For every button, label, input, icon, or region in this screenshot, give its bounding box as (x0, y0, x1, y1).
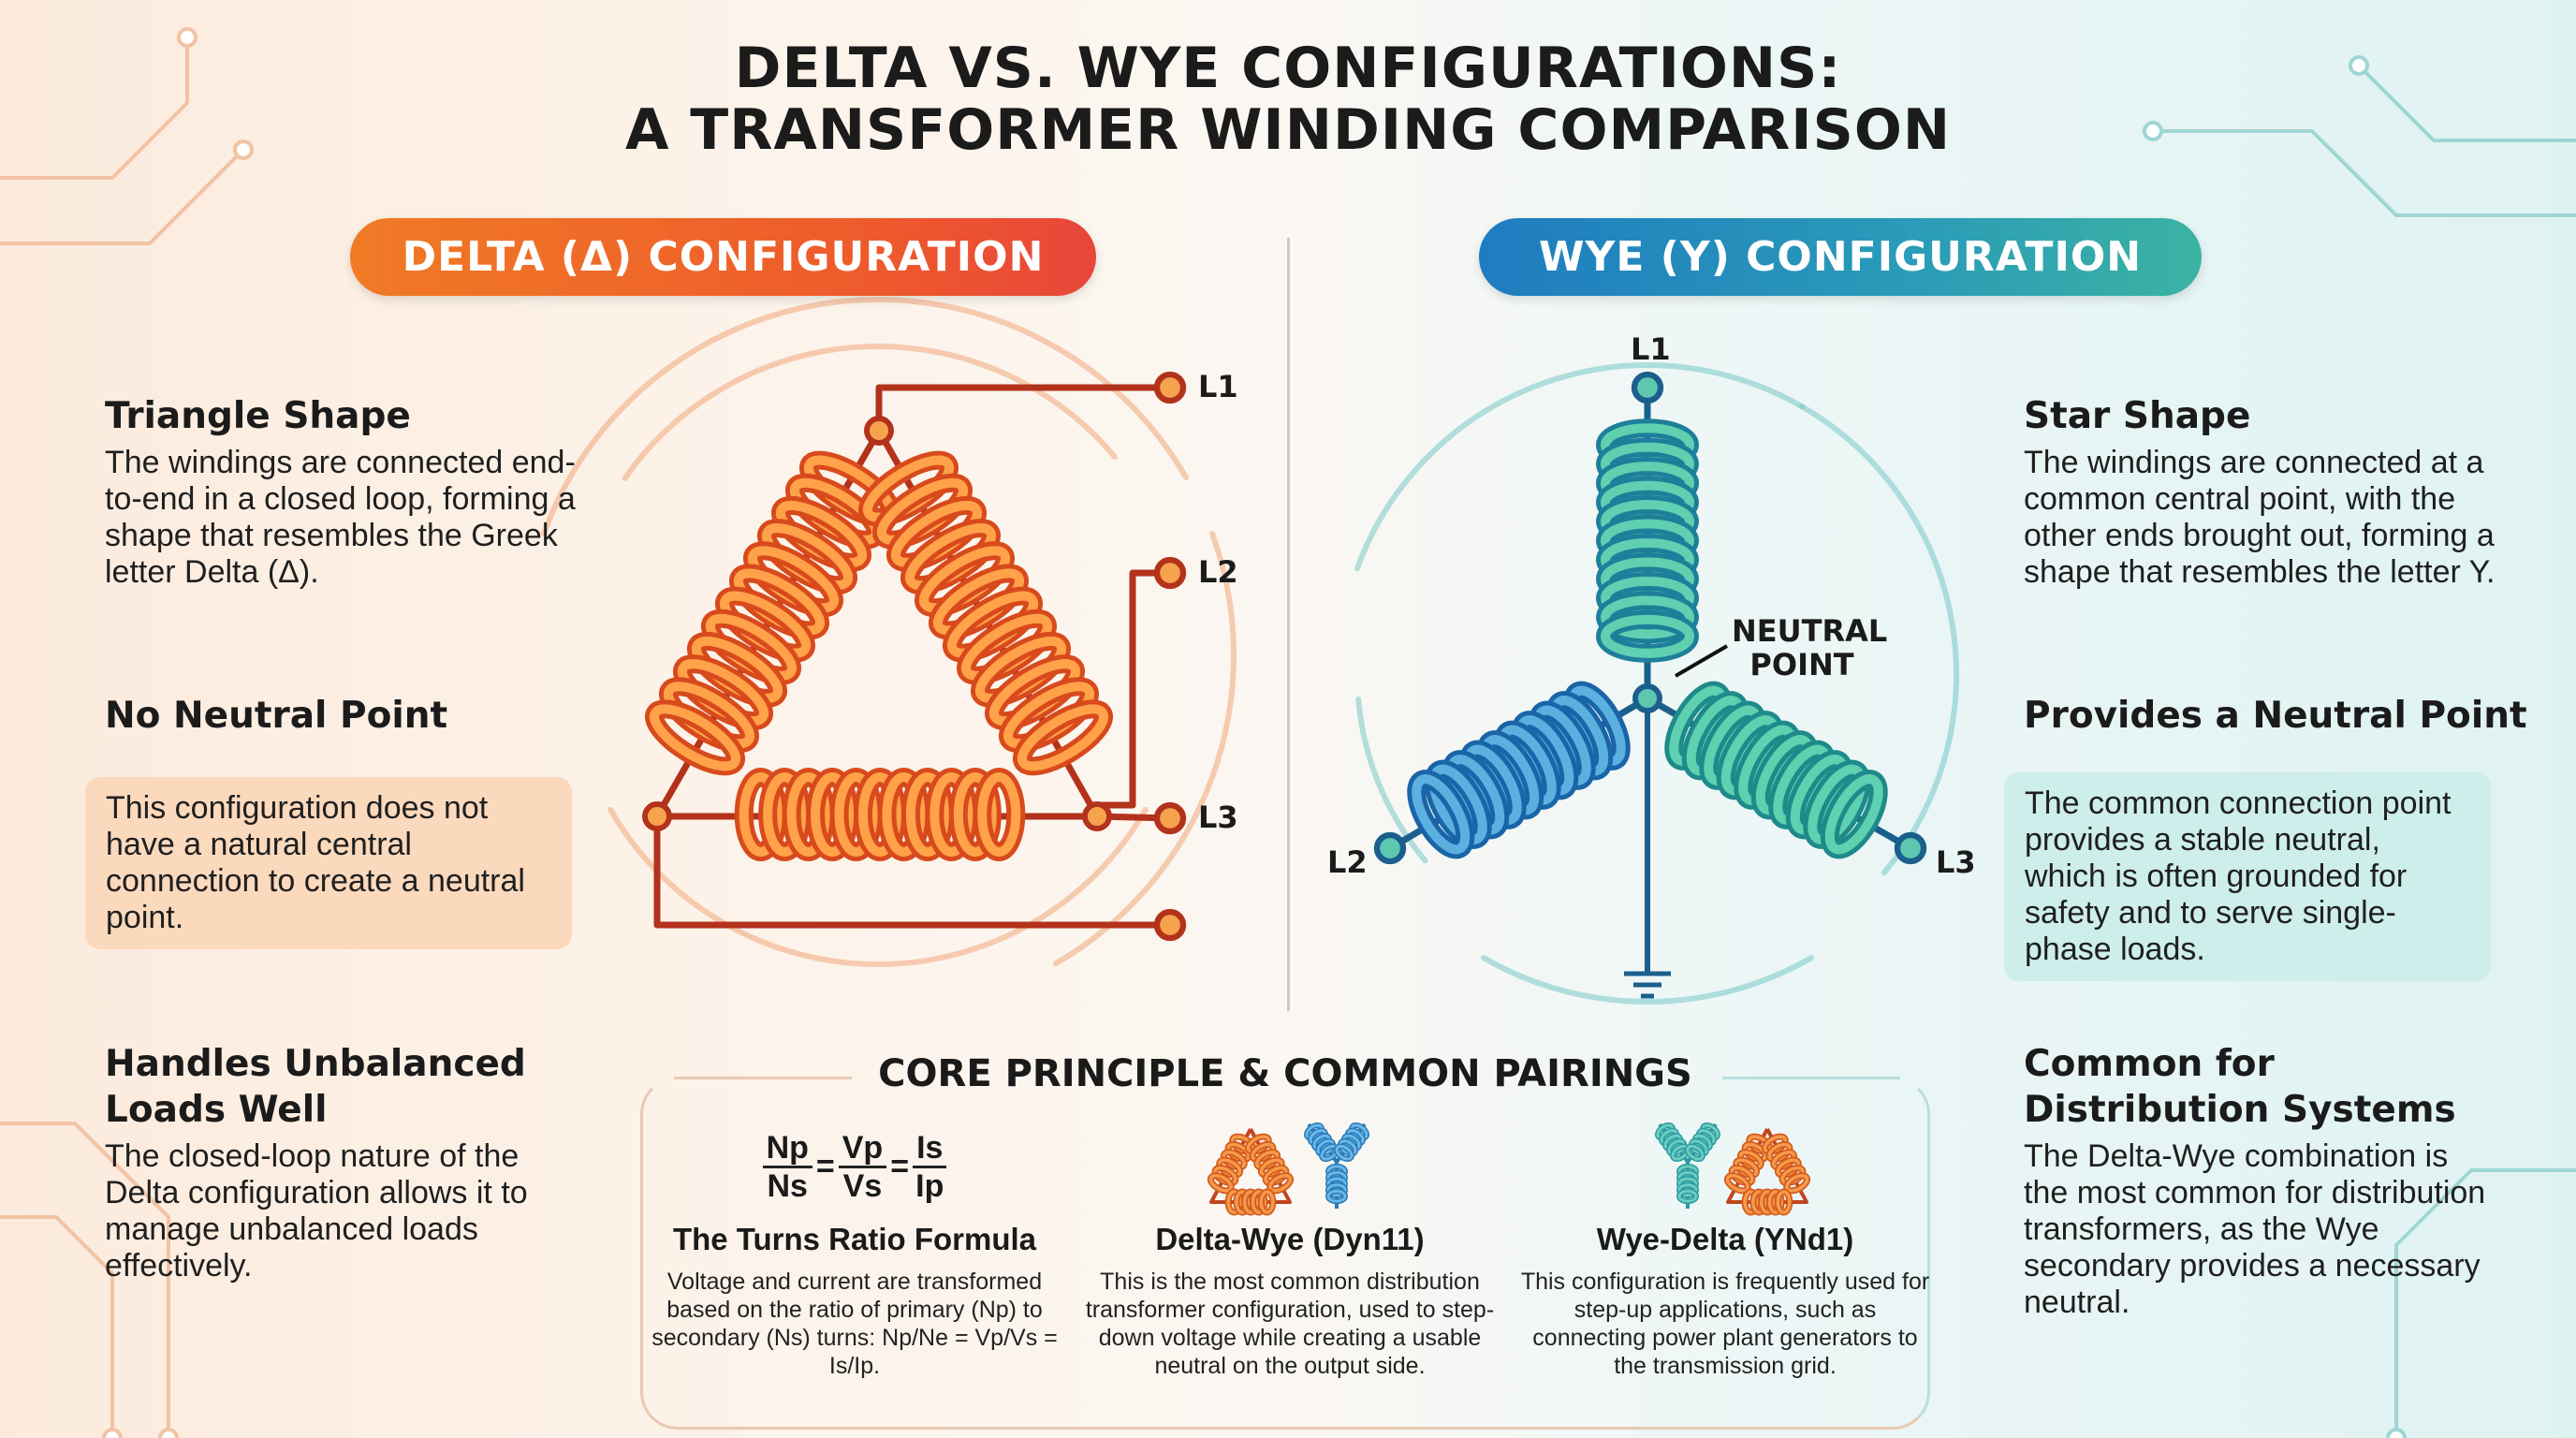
delta-node (642, 801, 672, 831)
field-arc (540, 297, 1190, 537)
field-arc (622, 344, 1118, 481)
mini-delta-coil (1761, 1133, 1811, 1195)
delta-feature-neutral-title: No Neutral Point (105, 695, 448, 737)
wire (875, 384, 1170, 431)
divider (1287, 238, 1290, 1011)
wye-feature-neutral-title: Provides a Neutral Point (2024, 695, 2527, 737)
delta-feature-triangle: Triangle Shape The windings are connecte… (105, 395, 576, 590)
field-arc (1053, 531, 1237, 967)
delta-coil-right (857, 450, 1114, 776)
wye-label-l1: L1 (1631, 331, 1671, 367)
wye-terminal (1373, 831, 1407, 865)
delta-feature-unbalanced: Handles Unbalanced Loads Well The closed… (105, 1043, 528, 1284)
mini-delta-coil (1741, 1188, 1793, 1216)
circuit-trace (0, 1122, 170, 1438)
circuit-node (157, 1427, 180, 1438)
wye-terminal (1894, 831, 1927, 865)
delta-terminal (1153, 908, 1187, 942)
field-arc (1355, 697, 1428, 864)
core-border (1722, 1077, 1900, 1079)
field-arc (1354, 362, 1805, 572)
circuit-node (2385, 1427, 2408, 1438)
delta-terminal (1153, 556, 1187, 590)
field-arc (607, 807, 1149, 968)
mini-wye-coil (1685, 1122, 1720, 1163)
core-panel (640, 1077, 1930, 1430)
circuit-trace (0, 1215, 114, 1438)
wye-terminal (1631, 371, 1664, 404)
delta-label-l2: L2 (1198, 554, 1238, 590)
core-col-wye-delta: Wye-Delta (YNd1) This configuration is f… (1519, 1123, 1931, 1380)
delta-label-l1: L1 (1198, 369, 1238, 404)
circuit-trace (0, 37, 189, 180)
circuit-trace (2357, 64, 2576, 142)
delta-node (1082, 801, 1112, 831)
mini-wye-coil (1676, 1163, 1699, 1205)
mini-wye-coil (1655, 1122, 1690, 1163)
page-title: DELTA VS. WYE CONFIGURATIONS:A TRANSFORM… (624, 36, 1952, 163)
wye-feature-star: Star Shape The windings are connected at… (2024, 395, 2496, 590)
circuit-node (232, 139, 255, 161)
core-col-delta-wye: Delta-Wye (Dyn11) This is the most commo… (1084, 1123, 1496, 1380)
wye-coil-right (1664, 681, 1888, 859)
delta-header: DELTA (Δ) CONFIGURATION (350, 218, 1096, 296)
mini-delta-coil (1244, 1133, 1295, 1195)
delta-terminal (1153, 371, 1187, 404)
delta-terminal (1153, 801, 1187, 835)
delta-node (864, 416, 894, 446)
circuit-node (2348, 54, 2370, 77)
delta-wye-icon (1084, 1123, 1496, 1210)
wye-label-l3: L3 (1936, 844, 1976, 880)
wye-label-l2: L2 (1327, 844, 1368, 880)
circuit-trace (0, 148, 245, 245)
core-heading: CORE PRINCIPLE & COMMON PAIRINGS (878, 1052, 1692, 1095)
wye-feature-neutral-box: The common connection point provides a s… (2004, 772, 2491, 981)
wye-feature-distribution: Common for Distribution Systems The Delt… (2024, 1043, 2486, 1320)
circuit-node (101, 1427, 124, 1438)
wye-delta-icon (1519, 1123, 1931, 1210)
wye-header: WYE (Y) CONFIGURATION (1479, 218, 2202, 296)
circuit-node (2142, 120, 2164, 142)
delta-feature-neutral-box: This configuration does not have a natur… (85, 777, 572, 949)
wire (1097, 569, 1170, 809)
mini-wye-coil (1334, 1122, 1369, 1163)
circuit-trace (2394, 1168, 2576, 1438)
delta-coil-bottom (734, 768, 1026, 861)
mini-delta-coil (1224, 1188, 1277, 1216)
neutral-pointer (1674, 644, 1729, 678)
core-border (674, 1077, 852, 1079)
delta-coil-left (644, 450, 900, 776)
mini-delta-coil (1207, 1133, 1257, 1195)
mini-wye-coil (1325, 1163, 1348, 1205)
wye-coil-left (1407, 681, 1631, 859)
delta-label-l3: L3 (1198, 800, 1238, 835)
wye-coil-top (1596, 418, 1699, 663)
field-arc (1481, 955, 1814, 1005)
neutral-node (1632, 683, 1662, 713)
circuit-node (176, 26, 198, 49)
wire (653, 816, 1170, 929)
circuit-trace (2153, 129, 2576, 217)
field-arc (1799, 404, 1959, 876)
